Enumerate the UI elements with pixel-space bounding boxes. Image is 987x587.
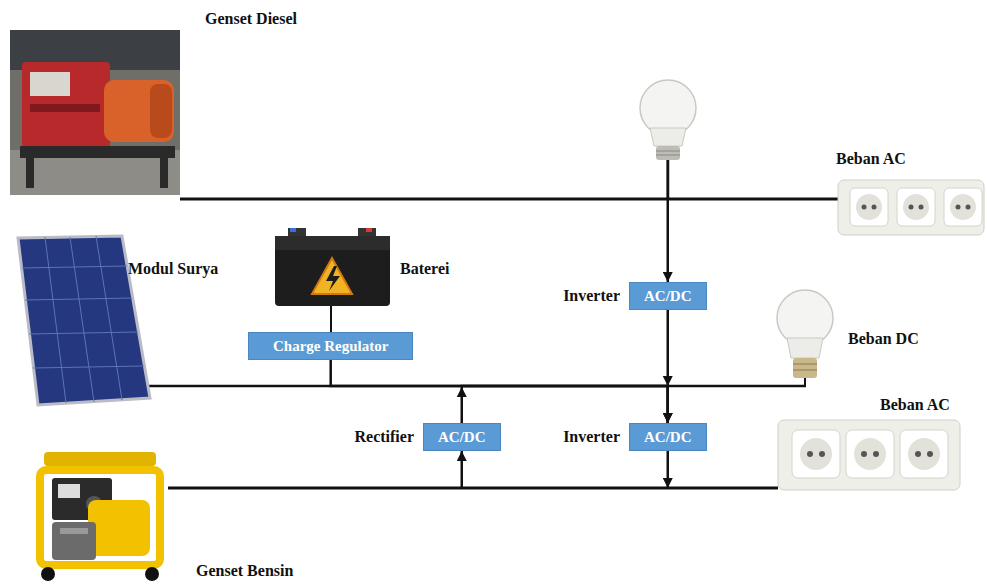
socket-picture bbox=[838, 180, 984, 235]
box-heading: Rectifier bbox=[354, 428, 414, 446]
box-heading: Inverter bbox=[563, 287, 620, 305]
box-text: AC/DC bbox=[438, 428, 486, 446]
ac-input-wire bbox=[461, 451, 464, 488]
power-connector bbox=[462, 386, 668, 423]
converter-box: InverterAC/DC bbox=[629, 282, 707, 310]
component-label: Beban DC bbox=[848, 330, 919, 348]
ac-bus-line bbox=[180, 198, 848, 201]
battery-picture bbox=[275, 228, 390, 306]
diesel-genset-picture bbox=[10, 30, 180, 195]
box-heading: Inverter bbox=[563, 428, 620, 446]
component-label: Baterei bbox=[400, 260, 449, 278]
component-label: Beban AC bbox=[880, 396, 950, 414]
petrol-genset-picture bbox=[40, 452, 160, 581]
arrow-head bbox=[457, 387, 467, 397]
component-label: Genset Diesel bbox=[205, 10, 297, 28]
converter-box: RectifierAC/DC bbox=[423, 423, 501, 451]
battery-wire bbox=[330, 305, 332, 333]
converter-box: InverterAC/DC bbox=[629, 423, 707, 451]
socket-picture bbox=[778, 420, 960, 490]
box-text: Charge Regulator bbox=[273, 337, 388, 355]
ac-bus-line bbox=[168, 487, 778, 490]
arrow-head bbox=[663, 376, 673, 386]
component-label: Genset Bensin bbox=[196, 562, 293, 580]
power-connector bbox=[331, 360, 668, 423]
component-label: Beban AC bbox=[836, 150, 906, 168]
bulb-picture bbox=[777, 290, 833, 386]
component-label: Modul Surya bbox=[128, 260, 218, 278]
ac-output-wire bbox=[667, 451, 670, 488]
ac-feed-wire bbox=[667, 160, 670, 282]
box-text: AC/DC bbox=[644, 287, 692, 305]
converter-box: Charge Regulator bbox=[248, 332, 413, 360]
box-text: AC/DC bbox=[644, 428, 692, 446]
